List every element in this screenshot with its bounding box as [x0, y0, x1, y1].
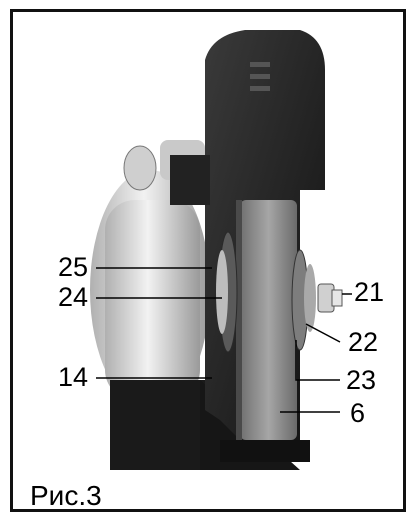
leader-23	[295, 340, 340, 381]
callout-23: 23	[346, 365, 377, 395]
callout-21: 21	[354, 277, 385, 307]
figure-caption: Рис.3	[30, 480, 102, 511]
callout-25: 25	[58, 252, 89, 282]
leader-22	[305, 323, 341, 343]
callout-leaders	[96, 267, 352, 413]
motor-housing	[90, 140, 210, 410]
grinding-wheel	[236, 200, 297, 440]
callout-22: 22	[348, 327, 379, 357]
callout-24: 24	[58, 282, 89, 312]
callout-6: 6	[350, 398, 366, 428]
callout-14: 14	[58, 362, 89, 392]
outer-flange-assembly	[291, 249, 343, 351]
inner-flange	[216, 231, 238, 353]
